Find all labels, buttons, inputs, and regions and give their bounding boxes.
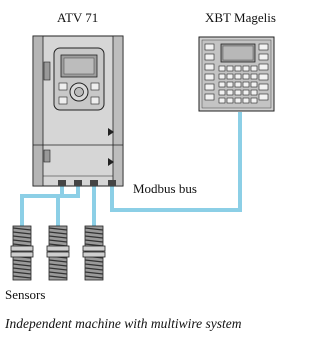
hmi-key bbox=[226, 81, 234, 88]
hmi-key bbox=[226, 89, 234, 96]
sensors bbox=[10, 225, 106, 281]
bus-cables bbox=[20, 112, 242, 228]
hmi-key bbox=[242, 73, 250, 80]
hmi-side-key bbox=[258, 63, 269, 71]
sensor bbox=[46, 225, 70, 281]
hmi-side-key bbox=[258, 93, 269, 101]
hmi-side-key bbox=[204, 43, 215, 51]
hmi-key bbox=[250, 73, 258, 80]
hmi-side-key bbox=[204, 83, 215, 91]
sensor bbox=[82, 225, 106, 281]
hmi-key bbox=[226, 97, 234, 104]
hmi-key bbox=[250, 65, 258, 72]
hmi-side-key bbox=[204, 53, 215, 61]
hmi-side-key bbox=[204, 73, 215, 81]
hmi-key bbox=[234, 81, 242, 88]
modbus-bus-label: Modbus bus bbox=[133, 181, 197, 196]
xbt-magelis-terminal bbox=[198, 36, 275, 112]
diagram-caption: Independent machine with multiwire syste… bbox=[5, 316, 242, 331]
xbt-magelis-label: XBT Magelis bbox=[205, 10, 276, 25]
hmi-keys bbox=[204, 43, 269, 104]
sensor-cable-1 bbox=[20, 184, 64, 228]
hmi-key bbox=[242, 89, 250, 96]
hmi-key bbox=[218, 73, 226, 80]
sensors-label: Sensors bbox=[5, 287, 46, 302]
hmi-key bbox=[226, 73, 234, 80]
hmi-key bbox=[218, 81, 226, 88]
hmi-key bbox=[242, 97, 250, 104]
hmi-side-key bbox=[258, 83, 269, 91]
hmi-key bbox=[218, 65, 226, 72]
modbus-cable bbox=[110, 112, 242, 212]
hmi-side-key bbox=[258, 53, 269, 61]
hmi-key bbox=[234, 89, 242, 96]
sensor-cable-2 bbox=[56, 184, 80, 228]
hmi-key bbox=[250, 97, 258, 104]
hmi-key bbox=[250, 81, 258, 88]
atv71-drive bbox=[32, 35, 124, 187]
hmi-key bbox=[234, 97, 242, 104]
hmi-side-key bbox=[258, 73, 269, 81]
hmi-side-key bbox=[258, 43, 269, 51]
atv71-label: ATV 71 bbox=[57, 10, 99, 25]
sensor bbox=[10, 225, 34, 281]
hmi-key bbox=[226, 65, 234, 72]
hmi-key bbox=[234, 65, 242, 72]
hmi-key bbox=[242, 81, 250, 88]
hmi-key bbox=[234, 73, 242, 80]
hmi-key bbox=[242, 65, 250, 72]
hmi-side-key bbox=[204, 63, 215, 71]
hmi-key bbox=[218, 97, 226, 104]
hmi-key bbox=[250, 89, 258, 96]
hmi-side-key bbox=[204, 93, 215, 101]
hmi-key bbox=[218, 89, 226, 96]
